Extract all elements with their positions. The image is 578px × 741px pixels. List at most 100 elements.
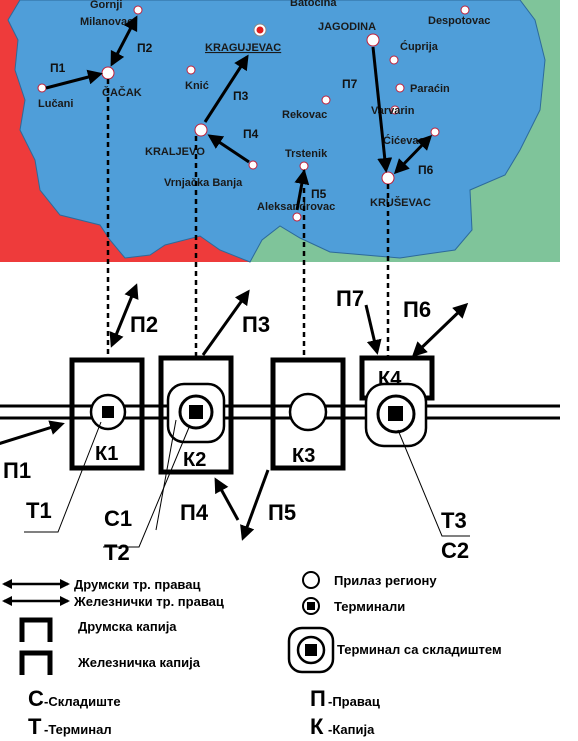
route-arrow-p4 (214, 477, 240, 521)
gate-label-k4: К4 (378, 368, 402, 390)
map-route-arrow-p3 (203, 54, 249, 123)
city-label-despotovac: Despotovac (428, 15, 490, 27)
city-dot-rekovac (321, 95, 331, 105)
city-dot-cuprija (389, 55, 399, 65)
legend-rail-route: Железнички тр. правац (73, 594, 224, 609)
map-route-arrow-p1 (45, 69, 103, 90)
city-dot-lucani (37, 83, 47, 93)
city-label-krusevac: KRUŠEVAC (370, 196, 431, 209)
city-label-paracin: Paraćin (410, 83, 450, 95)
leader-c1 (155, 419, 177, 531)
abbr-storage-letter: С (28, 686, 44, 711)
city-label-knic: Knić (185, 80, 209, 92)
legend-terminal-with-storage: Терминал са складиштем (337, 642, 502, 657)
city-dot-knic (186, 65, 196, 75)
map-route-label-p1: П1 (50, 61, 66, 75)
city-label-cuprija: Ćuprija (400, 40, 439, 53)
route-arrow-p7 (364, 304, 382, 355)
label-c1: С1 (104, 506, 132, 531)
label-t2: Т2 (104, 540, 130, 565)
gate-k1 (69, 357, 145, 471)
abbr-route-text: -Правац (328, 694, 380, 709)
city-dot-paracin (395, 83, 405, 93)
city-dot-varvarin (390, 105, 400, 115)
map-route-arrow-p2 (110, 15, 138, 67)
city-dot-vrnjacka-banja (248, 160, 258, 170)
city-label-gornji: Gornji (90, 0, 122, 11)
city-label-cacak: ČAČAK (102, 86, 142, 99)
city-label-varvarin: Varvarin (371, 105, 415, 117)
map-route-label-p4: П4 (243, 127, 259, 141)
map-route-arrow-p7 (371, 46, 393, 173)
map-east-region (250, 0, 560, 262)
city-dot-krusevac (381, 171, 395, 185)
gate-k3 (270, 357, 346, 471)
legend: Друмски тр. правац Железнички тр. правац… (2, 571, 502, 739)
label-t1: Т1 (26, 498, 52, 523)
terminal-t3-with-storage (364, 382, 428, 448)
leader-t3-c2 (397, 429, 470, 537)
city-label-vrnjacka-banja: Vrnjačka Banja (164, 177, 243, 189)
route-label-p3: П3 (242, 312, 270, 337)
gate-k2 (158, 355, 234, 475)
label-t3: Т3 (441, 508, 467, 533)
terminal-t2-with-storage (166, 382, 226, 444)
abbr-gate-text: -Капија (328, 722, 375, 737)
legend-region-access: Прилаз региону (334, 573, 437, 588)
route-arrow-p3 (201, 289, 250, 356)
city-label-lucani: Lučani (38, 98, 73, 110)
city-label-jagodina: JAGODINA (318, 21, 376, 33)
map-to-diagram-connectors (106, 79, 390, 356)
city-dot-cicevac (430, 127, 440, 137)
region-access-k3 (288, 392, 328, 432)
map-route-arrow-p5 (294, 169, 310, 211)
leader-t2 (103, 424, 191, 548)
map-central-region (7, 0, 546, 263)
map-route-label-p6: П6 (418, 163, 434, 177)
map-route-label-p5: П5 (311, 187, 327, 201)
legend-road-gate: Друмска капија (78, 619, 177, 634)
abbr-gate-letter: К (310, 714, 324, 739)
route-label-p4: П4 (180, 500, 209, 525)
route-arrow-p1 (0, 420, 65, 445)
city-label-batocina: Batočina (290, 0, 337, 9)
legend-terminals: Терминали (334, 599, 405, 614)
map-route-label-p7: П7 (342, 77, 358, 91)
legend-road-route: Друмски тр. правац (74, 577, 200, 592)
city-label-kragujevac: KRAGUJEVAC (205, 42, 281, 54)
capital-marker (256, 26, 264, 34)
abbr-route-letter: П (310, 686, 326, 711)
city-dot-gornji-milanovac (133, 5, 143, 15)
city-label-cicevac: Ćićevac (383, 134, 425, 147)
city-dot-despotovac (460, 5, 470, 15)
city-label-kraljevo: KRALJEVO (145, 146, 205, 158)
terminal-t1 (89, 393, 127, 431)
city-dot-trstenik (299, 161, 309, 171)
city-dot-cacak (101, 66, 115, 80)
route-arrow-p2 (109, 283, 139, 348)
logistics-diagram: К1 К2 К3 К4 П1 П2 П3 П4 П5 П6 П7 Т1 (0, 283, 560, 565)
label-c2: С2 (441, 538, 469, 563)
city-dot-jagodina (366, 33, 380, 47)
abbr-terminal-letter: Т (28, 714, 42, 739)
route-label-p6: П6 (403, 297, 431, 322)
city-label-milanovac: Milanovac (80, 16, 133, 28)
route-label-p2: П2 (130, 312, 158, 337)
city-dot-kraljevo (194, 123, 208, 137)
map-route-arrow-p6 (393, 134, 433, 175)
route-arrow-p6 (411, 302, 469, 358)
gate-label-k1: К1 (95, 443, 118, 465)
map-route-label-p2: П2 (137, 41, 153, 55)
city-dot-aleksandrovac (292, 212, 302, 222)
legend-terminal-storage-symbol (287, 626, 335, 674)
route-arrow-p5 (240, 469, 270, 541)
city-label-trstenik: Trstenik (285, 148, 328, 160)
gate-label-k3: К3 (292, 445, 315, 467)
route-label-p1: П1 (3, 458, 31, 483)
legend-rail-gate-symbol (19, 650, 53, 675)
map-route-arrow-p4 (207, 134, 250, 164)
leader-t1 (24, 421, 102, 533)
map-route-label-p3: П3 (233, 89, 249, 103)
abbr-terminal-text: -Терминал (44, 722, 112, 737)
